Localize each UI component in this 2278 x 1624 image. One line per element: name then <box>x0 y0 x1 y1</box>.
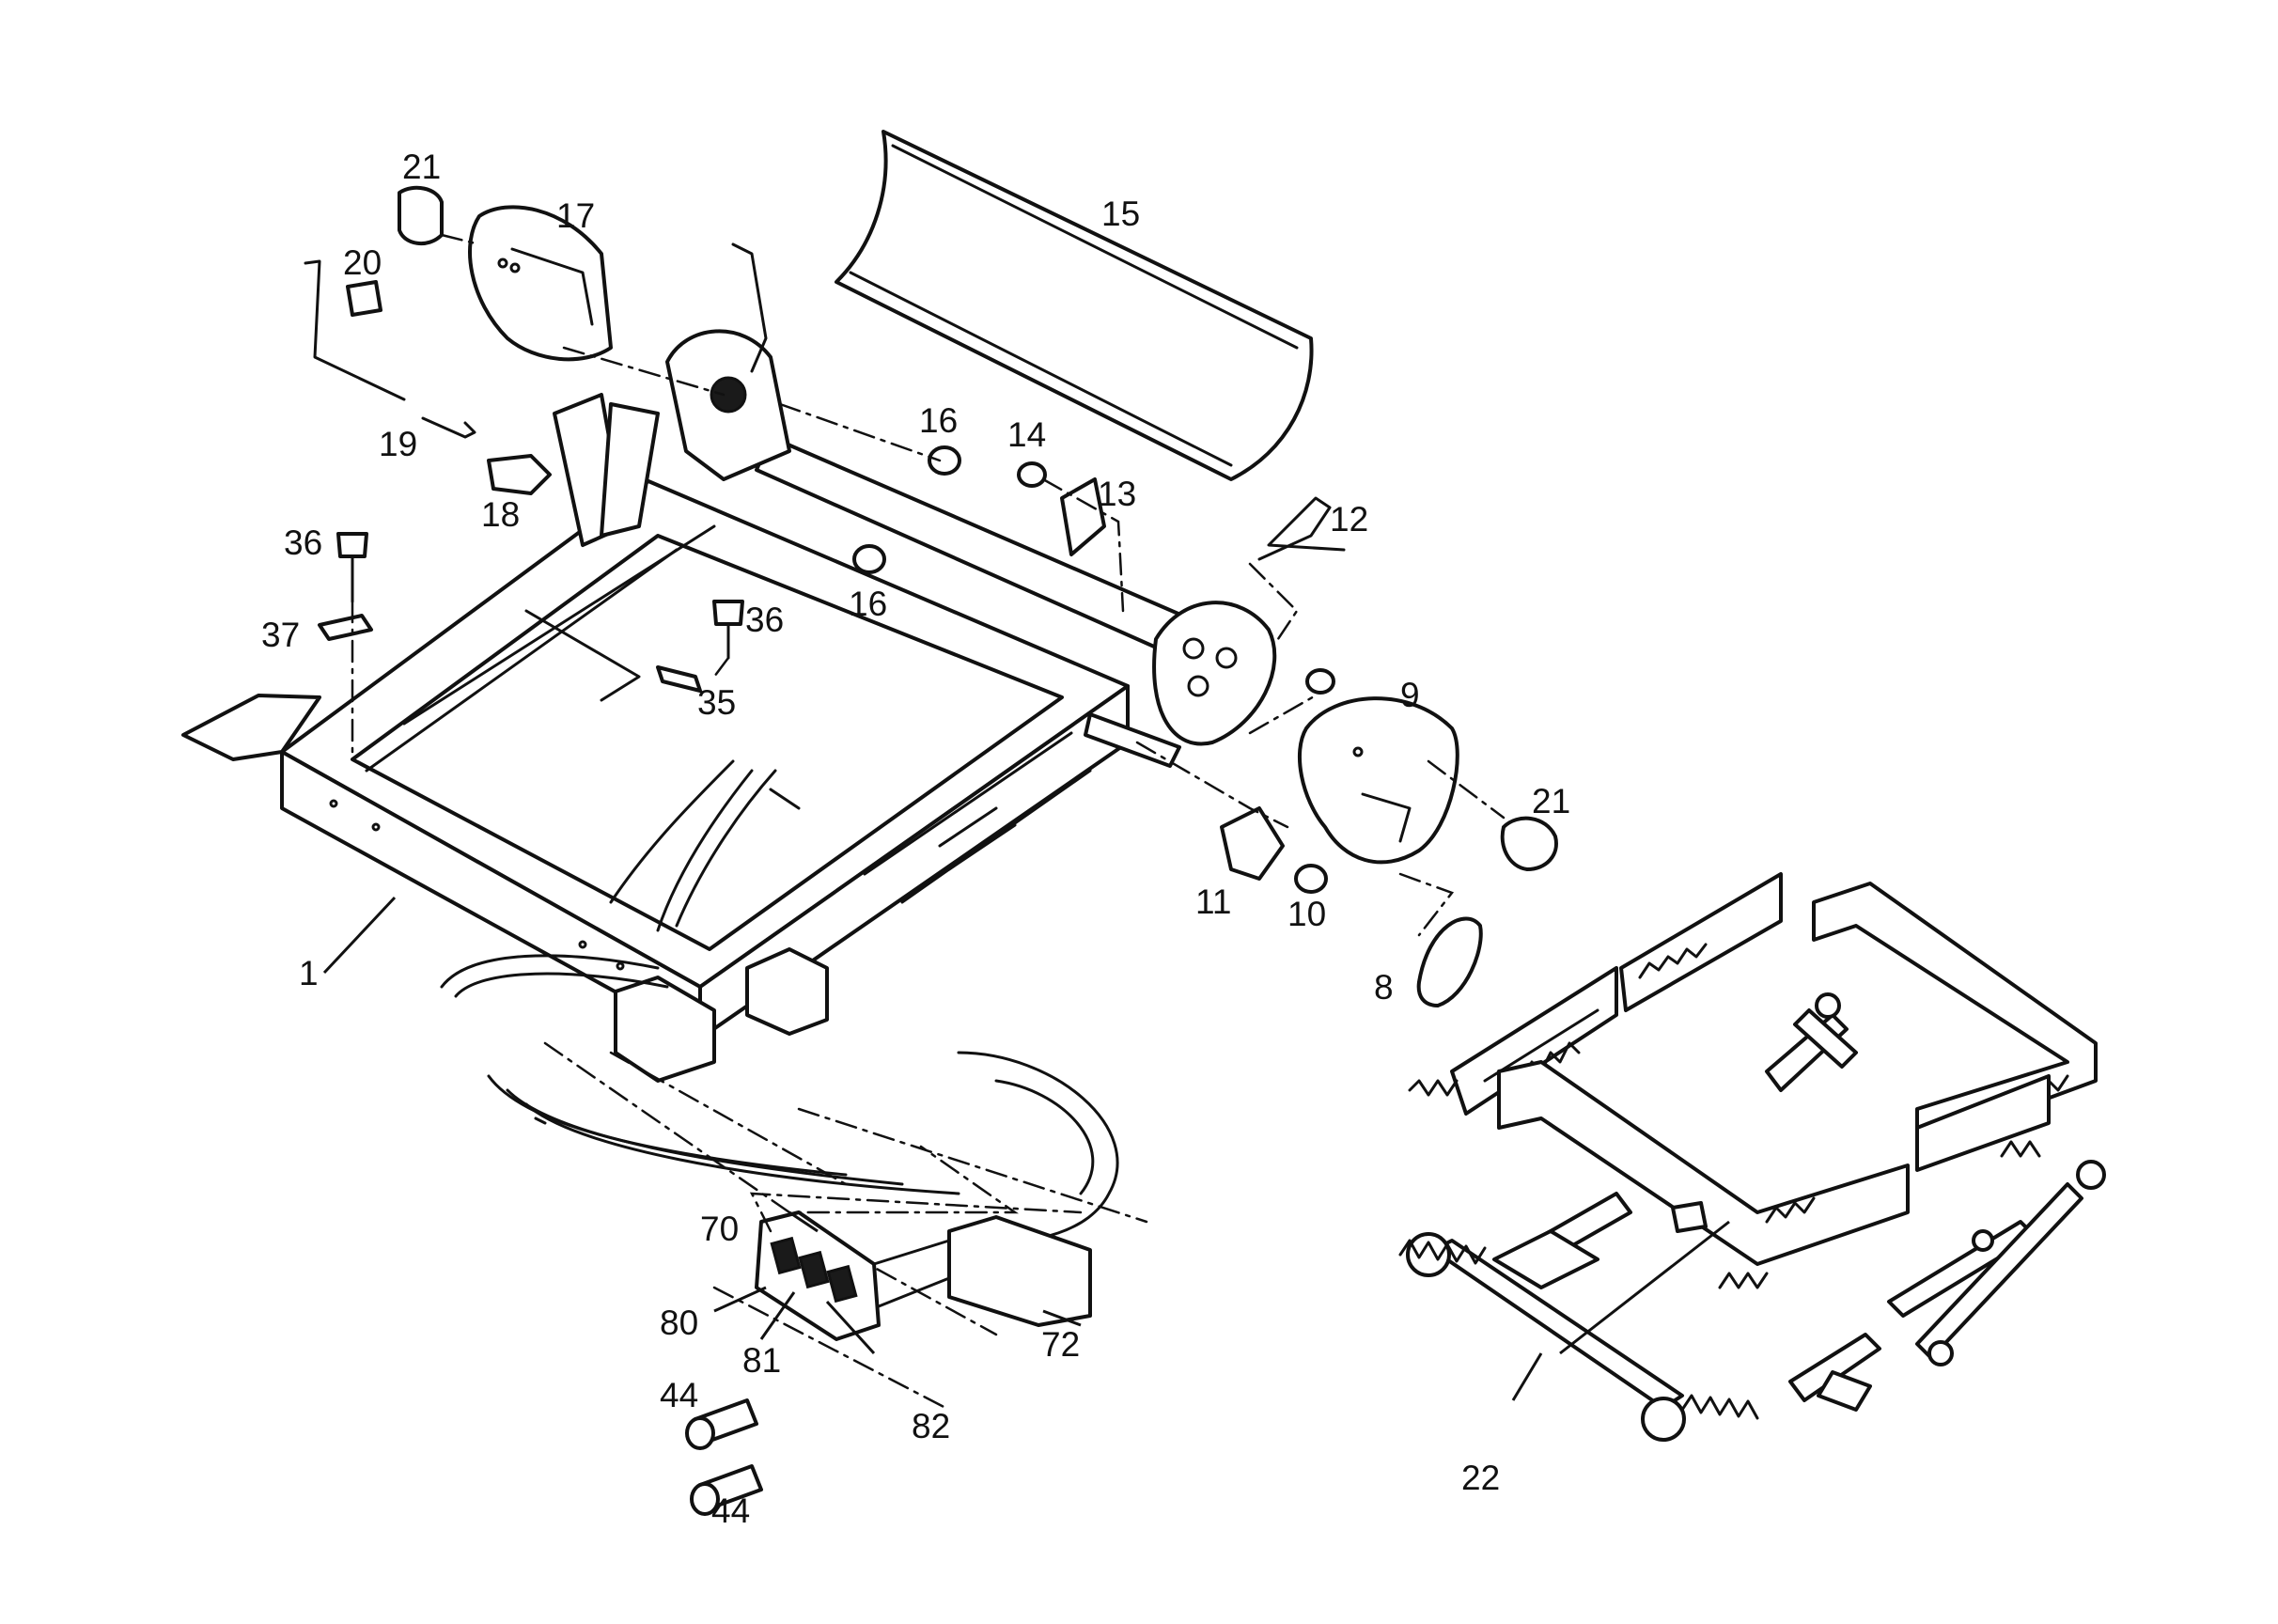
callout-part-36a: 36 <box>284 523 322 562</box>
washer-part-10 <box>1294 864 1328 894</box>
callout-part-8: 8 <box>1374 968 1394 1007</box>
back-cover-part-15 <box>835 130 1314 481</box>
callout-part-70: 70 <box>700 1210 739 1248</box>
washer-part-14 <box>1017 461 1047 488</box>
switch-housing-part-70 <box>755 1210 1092 1341</box>
bushing-part-20 <box>346 280 382 317</box>
callout-part-20: 20 <box>343 243 382 282</box>
washer-part-16b <box>852 544 886 574</box>
callout-part-1: 1 <box>299 954 319 992</box>
switch-part-80 <box>770 1236 802 1275</box>
callout-part-80: 80 <box>660 1304 698 1342</box>
rod-part-19 <box>304 259 406 401</box>
callout-part-9: 9 <box>1400 676 1420 714</box>
callout-part-72: 72 <box>1041 1325 1080 1364</box>
clip-part-37 <box>318 614 373 641</box>
callout-part-11: 11 <box>1195 882 1231 921</box>
latch-part-11 <box>1220 806 1285 881</box>
seat-adjuster-part-22 <box>1398 872 2106 1442</box>
callout-part-17: 17 <box>556 196 595 235</box>
callout-part-10: 10 <box>1287 895 1326 933</box>
clip-part-35 <box>656 665 702 693</box>
cap-part-21a <box>398 185 444 245</box>
assembly-lines <box>351 233 1506 1233</box>
callout-part-35: 35 <box>697 683 736 722</box>
callout-part-18: 18 <box>481 495 520 534</box>
end-cover-part-9 <box>1298 696 1459 865</box>
callout-part-82: 82 <box>912 1407 950 1445</box>
switch-part-82 <box>826 1264 858 1304</box>
callout-part-15: 15 <box>1101 195 1140 233</box>
callout-part-81: 81 <box>742 1341 781 1380</box>
callout-part-19: 19 <box>379 425 417 463</box>
switch-part-81 <box>798 1250 830 1289</box>
cap-part-21b <box>1500 816 1558 871</box>
callout-part-36b: 36 <box>745 601 784 639</box>
end-cover-part-17 <box>468 205 613 362</box>
callout-part-14: 14 <box>1007 415 1046 454</box>
bracket-part-13 <box>1060 477 1106 556</box>
callout-part-21a: 21 <box>402 148 441 186</box>
callout-part-16b: 16 <box>849 585 887 623</box>
callout-part-21b: 21 <box>1532 782 1570 820</box>
screws-part-44 <box>685 1398 763 1516</box>
callout-part-44a: 44 <box>660 1376 698 1414</box>
screw-part-36a <box>336 532 368 558</box>
knob-part-72 <box>947 1215 1092 1327</box>
clip-part-12 <box>1257 496 1346 561</box>
screw-part-36b <box>712 600 744 626</box>
knob-part-18 <box>487 454 552 495</box>
callout-part-13: 13 <box>1098 475 1136 513</box>
handle-part-8 <box>1416 916 1483 1007</box>
callouts: 1 8 9 10 11 12 13 14 15 16 16 17 18 19 2… <box>261 148 1570 1530</box>
wiring-harness <box>440 954 1148 1412</box>
small-parts <box>304 185 1558 1007</box>
leader-lines <box>322 896 1730 1401</box>
seat-frame-part-1 <box>181 479 1130 1083</box>
callout-part-16a: 16 <box>919 401 958 440</box>
callout-part-12: 12 <box>1330 500 1368 539</box>
washer-part-16a <box>928 445 961 476</box>
callout-part-22: 22 <box>1461 1459 1500 1497</box>
callout-part-37: 37 <box>261 616 300 654</box>
recliner-tube-assembly <box>553 242 1277 768</box>
callout-part-44b: 44 <box>711 1491 750 1530</box>
